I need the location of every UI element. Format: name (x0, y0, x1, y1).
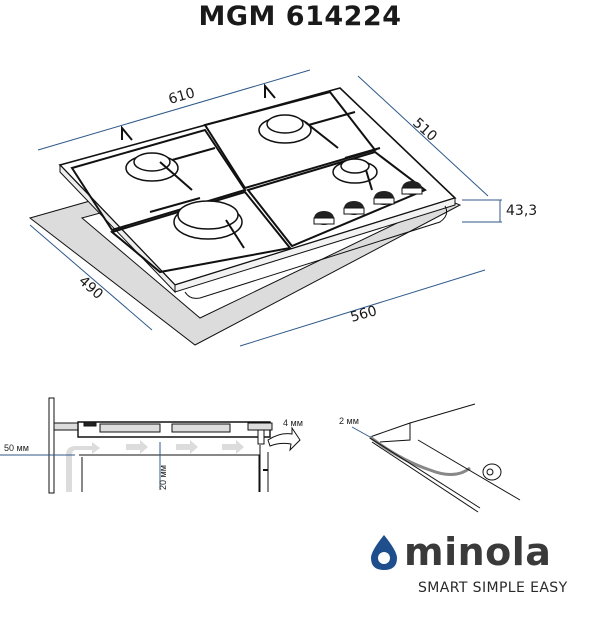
brand-logo-text: minola (404, 530, 552, 574)
dimension-cutout-width-label: 560 (349, 303, 379, 326)
side-clearance-label: 50 мм (4, 443, 29, 453)
dimension-depth-label: 510 (409, 115, 440, 145)
installation-section (48, 397, 273, 494)
dimension-cutout-depth-label: 490 (75, 273, 106, 303)
burner-front-left-large (173, 200, 245, 249)
exhaust-arrow (267, 426, 301, 452)
dimension-lines (29, 69, 502, 347)
burners (125, 114, 378, 249)
installation-dimension-lines (0, 442, 161, 490)
model-title: MGM 614224 (198, 1, 402, 32)
seal-detail (369, 403, 521, 513)
dimension-width-label: 610 (167, 85, 197, 108)
knob-1 (313, 211, 335, 225)
knob-2 (343, 201, 365, 215)
dimension-height-label: 43,3 (506, 203, 537, 219)
burner-rear-left (125, 152, 193, 191)
seal-dimension-line (351, 426, 371, 438)
knob-3 (373, 191, 395, 205)
rear-gap-label: 4 мм (283, 418, 303, 428)
pan-supports (70, 83, 427, 274)
airflow-arrows (66, 440, 244, 492)
burner-front-right-small (332, 158, 378, 191)
control-knobs (313, 181, 423, 225)
knob-4 (401, 181, 423, 195)
seal-thickness-label: 2 мм (339, 416, 359, 426)
burner-rear-right (258, 114, 339, 149)
gap-below-label: 20 мм (158, 465, 168, 490)
brand-slogan: SMART SIMPLE EASY (418, 580, 568, 596)
